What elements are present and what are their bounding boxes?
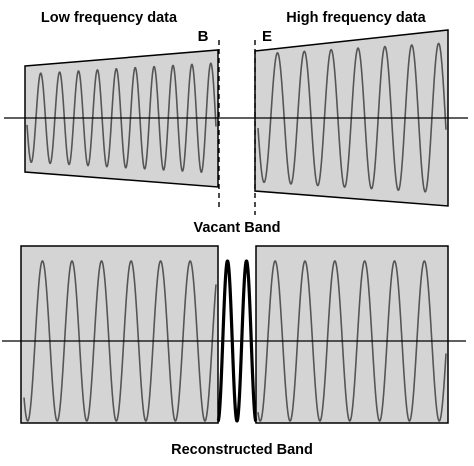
high-frequency-label: High frequency data	[286, 10, 426, 26]
reconstructed-band-label: Reconstructed Band	[171, 442, 313, 458]
marker-b-label: B	[198, 28, 209, 45]
reconstructed-gap-wave	[216, 259, 258, 423]
reconstructed-low-wave	[23, 260, 217, 422]
vacant-band-label: Vacant Band	[193, 220, 280, 236]
low-frequency-label: Low frequency data	[41, 10, 178, 26]
high-frequency-wave	[257, 42, 447, 193]
marker-e-label: E	[262, 28, 272, 45]
reconstructed-high-wave	[257, 260, 447, 422]
reconstructed-high-band	[255, 245, 449, 424]
low-frequency-wave	[26, 62, 217, 173]
